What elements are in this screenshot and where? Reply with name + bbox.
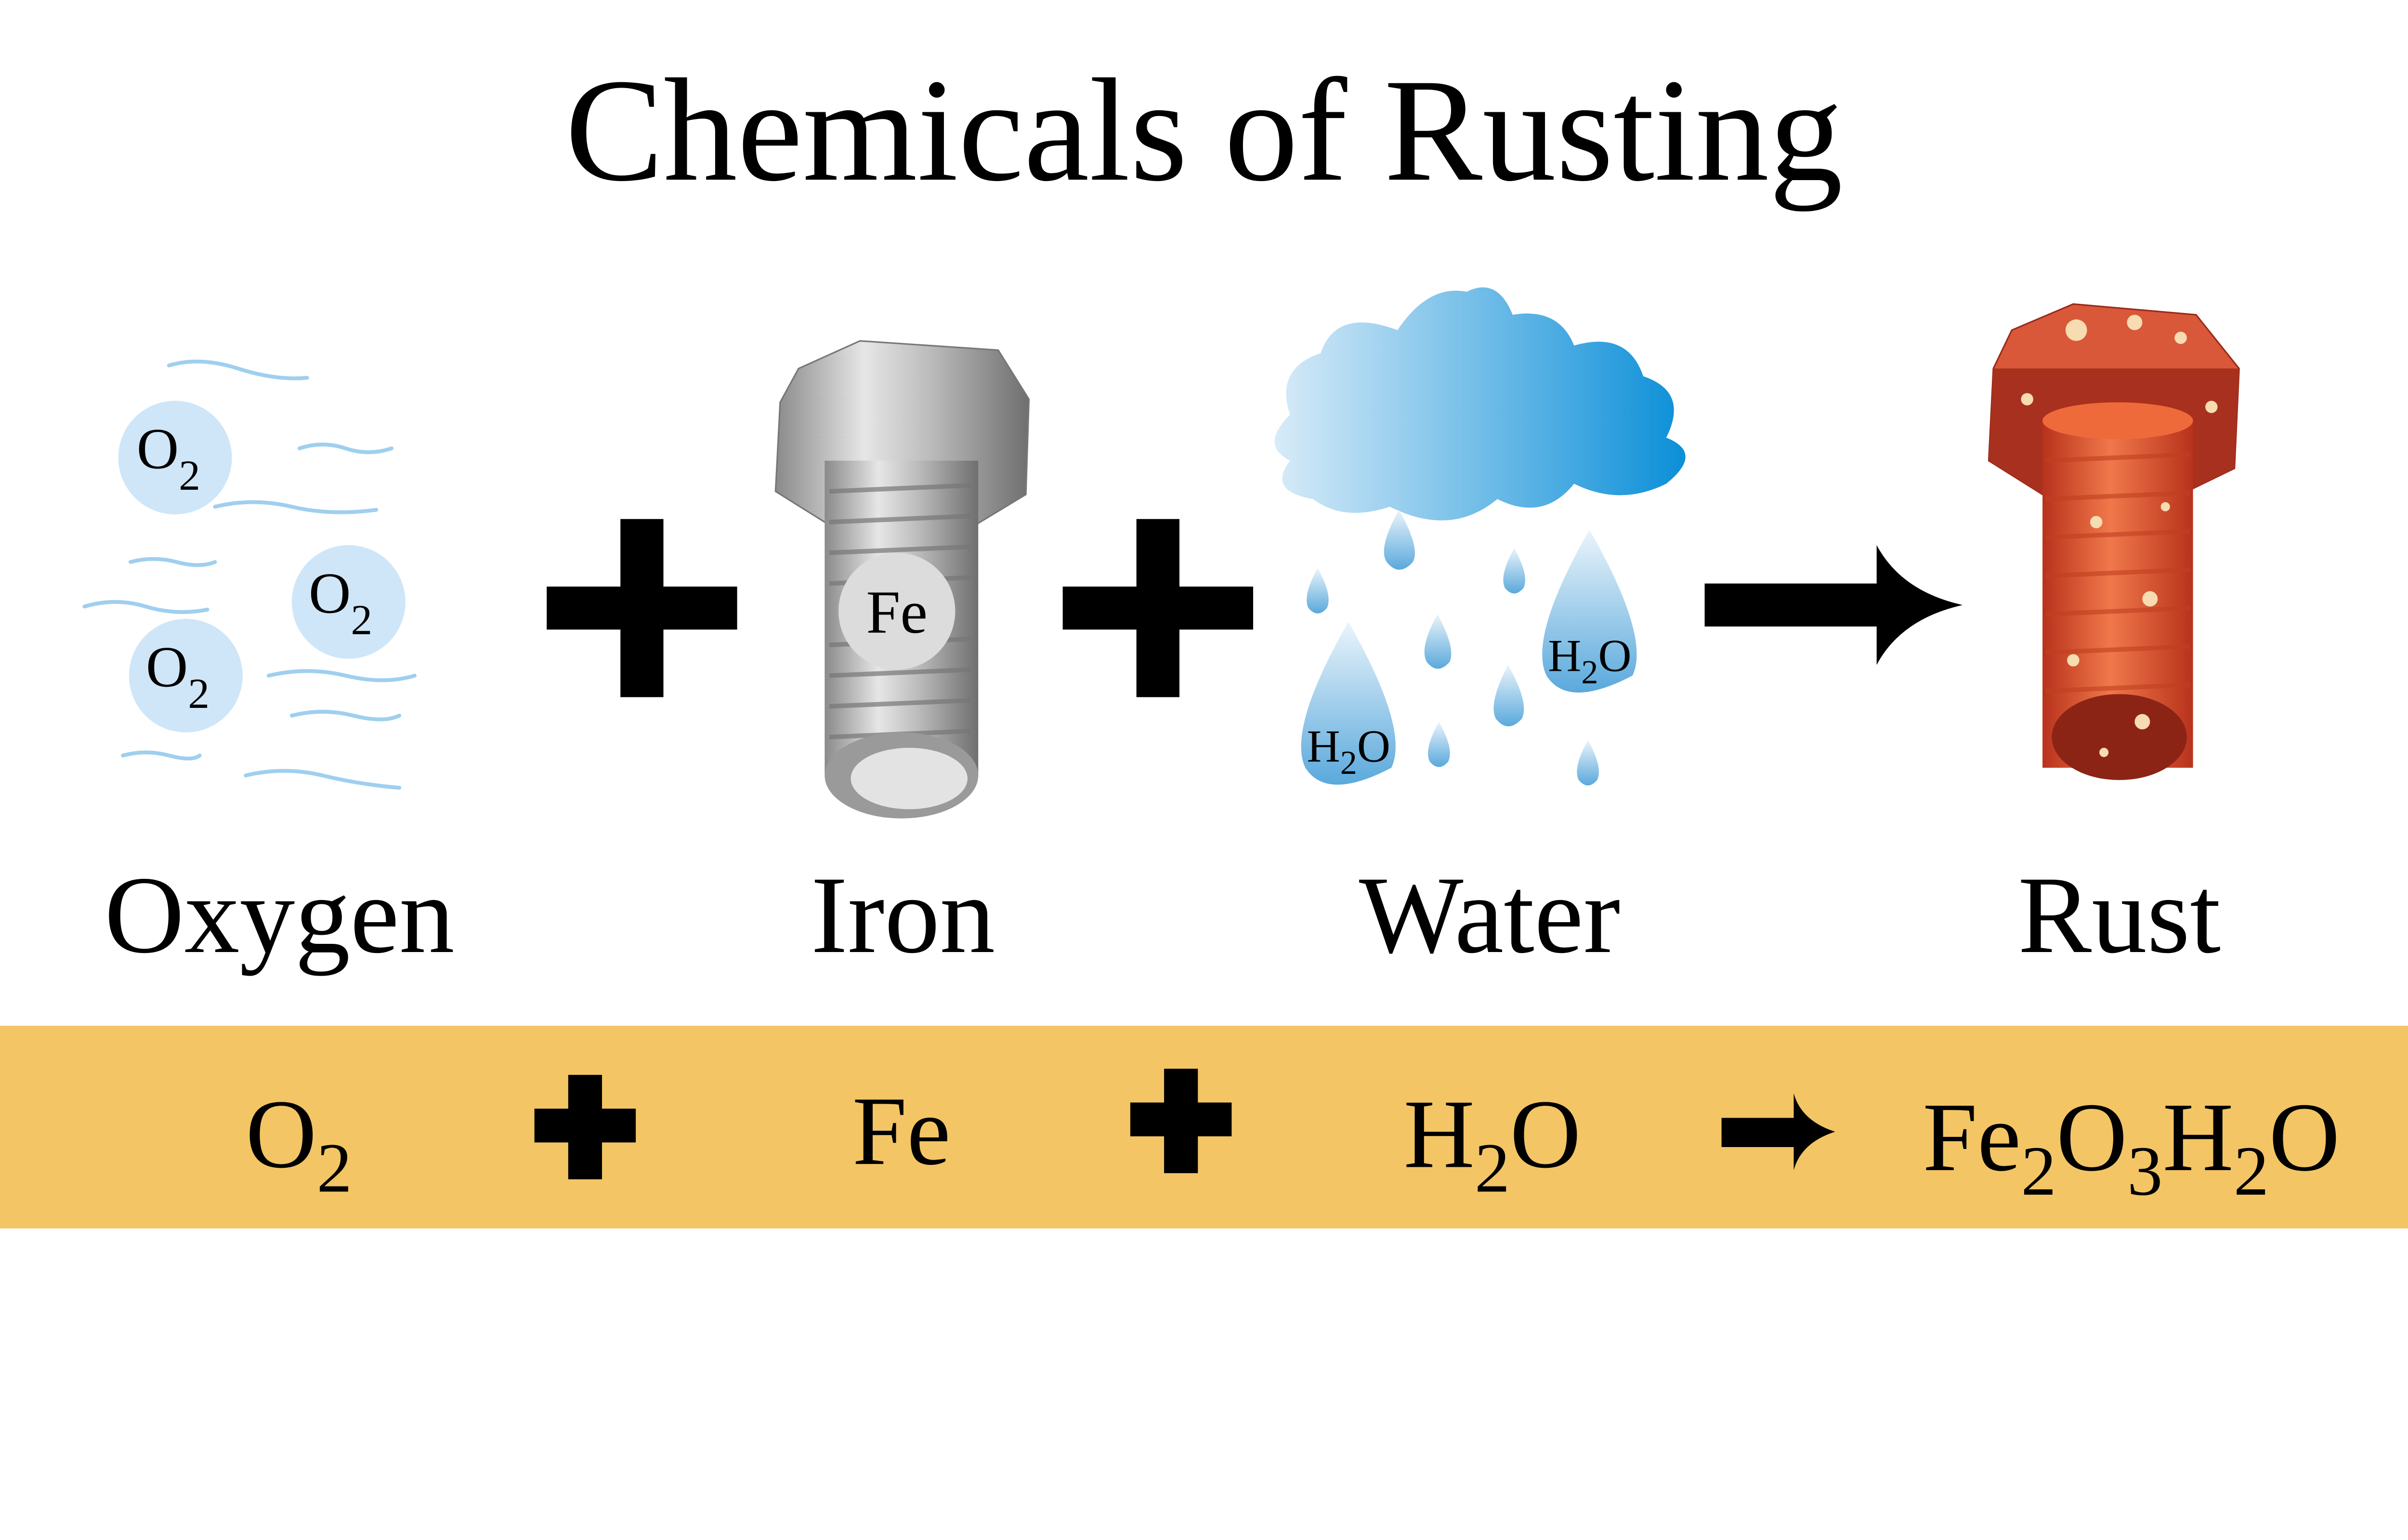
oxygen-bubble-label: O2 bbox=[309, 561, 372, 644]
wind-lines-icon bbox=[82, 359, 417, 790]
oxygen-molecules-icon: O2 O2 O2 bbox=[82, 359, 417, 790]
rust-label: Rust bbox=[2018, 853, 2221, 976]
water-drop-label: H2O bbox=[1548, 630, 1631, 691]
equation-bar: O2 Fe H2O Fe2O3H2O bbox=[0, 1026, 2408, 1229]
diagram-title: Chemicals of Rusting bbox=[565, 49, 1843, 212]
water-label: Water bbox=[1359, 853, 1620, 976]
oxygen-bubble bbox=[291, 545, 406, 659]
iron-bolt-icon: Fe bbox=[774, 340, 1030, 819]
iron-label: Iron bbox=[811, 853, 995, 976]
equation-iron: Fe bbox=[852, 1077, 951, 1186]
equation-water: H2O bbox=[1404, 1080, 1581, 1207]
plus-icon bbox=[547, 519, 737, 697]
iron-bubble bbox=[838, 552, 955, 670]
arrow-icon bbox=[1721, 1093, 1835, 1170]
rusting-diagram: Chemicals of Rusting O2 O2 O2 bbox=[0, 49, 2408, 1229]
rusty-bolt-icon bbox=[1988, 303, 2240, 780]
plus-icon bbox=[1130, 1069, 1232, 1174]
plus-icon bbox=[534, 1075, 636, 1179]
equation-rust: Fe2O3H2O bbox=[1923, 1083, 2340, 1210]
oxygen-bubble bbox=[129, 619, 243, 733]
rain-drops bbox=[1301, 509, 1637, 786]
plus-icon bbox=[1062, 519, 1254, 697]
oxygen-bubble bbox=[118, 401, 232, 515]
oxygen-bubble-label: O2 bbox=[146, 635, 209, 718]
water-drop-label: H2O bbox=[1307, 721, 1390, 782]
arrow-icon bbox=[1704, 545, 1963, 665]
rain-cloud-icon: H2O H2O bbox=[1274, 287, 1686, 786]
equation-oxygen: O2 bbox=[246, 1080, 352, 1207]
oxygen-label: Oxygen bbox=[105, 853, 455, 976]
iron-bubble-label: Fe bbox=[866, 578, 928, 646]
oxygen-bubble-label: O2 bbox=[137, 417, 200, 500]
